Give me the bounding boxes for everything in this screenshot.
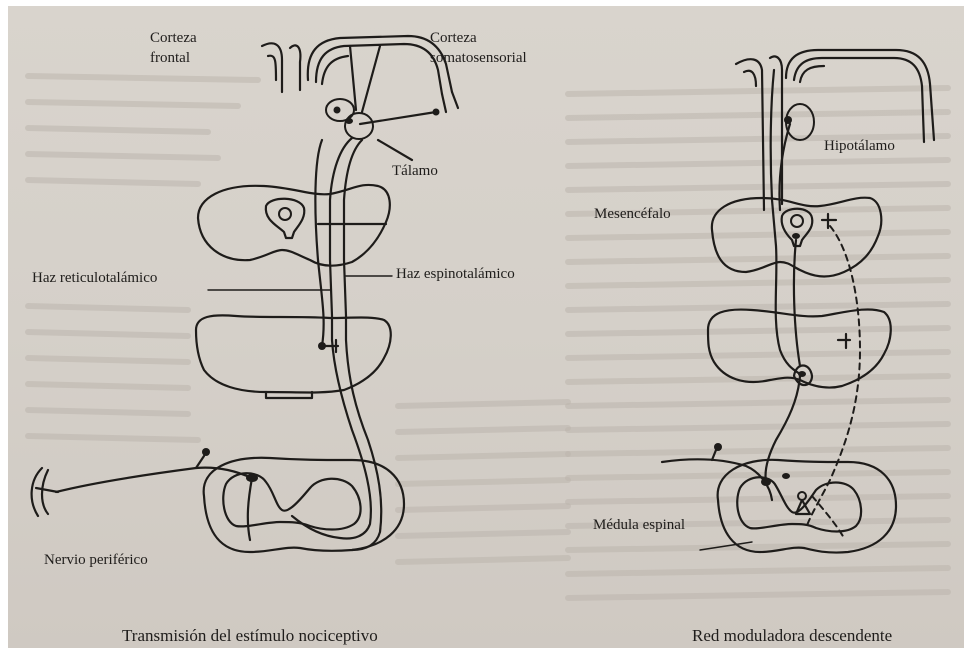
right-cortex-outline: [736, 50, 934, 210]
label-haz-espinotalamico: Haz espinotalámico: [396, 266, 515, 283]
right-midbrain-section: [712, 198, 881, 277]
left-peripheral-nerve: [32, 448, 252, 540]
label-talamo: Tálamo: [392, 163, 438, 180]
right-spinal-cord: [718, 460, 896, 553]
label-nervio-periferico: Nervio periférico: [44, 552, 148, 569]
label-hipotalamo: Hipotálamo: [824, 138, 895, 155]
left-ascending-tracts: [292, 138, 386, 550]
label-corteza-frontal: Corteza frontal: [150, 28, 197, 68]
label-corteza-somatosensorial: Corteza somatosensorial: [430, 28, 527, 68]
left-pons-section: [196, 315, 391, 398]
left-midbrain-section: [198, 185, 390, 266]
right-hypothalamus: [779, 104, 814, 210]
label-mesencefalo: Mesencéfalo: [594, 206, 671, 223]
caption-right: Red moduladora descendente: [692, 626, 892, 646]
left-cortex-outline: [262, 36, 458, 112]
label-medula-espinal: Médula espinal: [593, 517, 685, 534]
left-diagram: [32, 36, 458, 552]
right-diagram: [662, 50, 934, 553]
left-thalamus: [326, 99, 440, 160]
label-haz-reticulotalamico: Haz reticulotalámico: [32, 270, 157, 287]
caption-left: Transmisión del estímulo nociceptivo: [122, 626, 378, 646]
